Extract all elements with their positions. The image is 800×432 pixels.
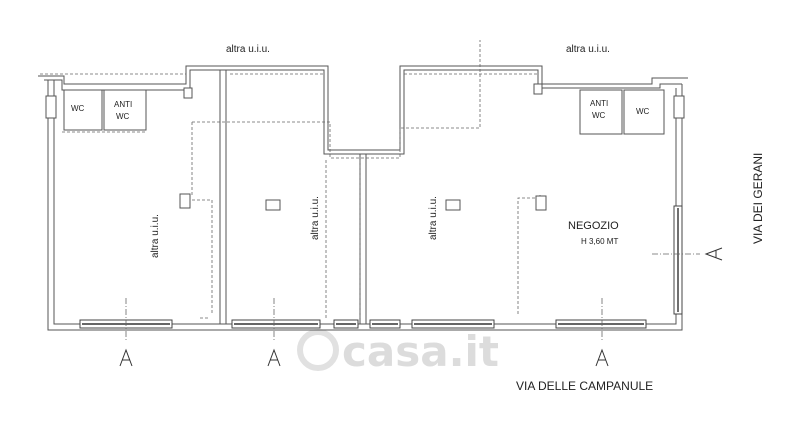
pillar-6 — [535, 195, 547, 211]
pillar-2 — [533, 83, 543, 95]
anti-wc-right-label-2: WC — [592, 111, 606, 120]
section-arrow-4 — [704, 247, 723, 261]
column-right — [673, 95, 685, 119]
wc-right-room — [623, 89, 665, 135]
label-unit-3: altra u.i.u. — [428, 196, 439, 240]
label-unit-1: altra u.i.u. — [150, 214, 161, 258]
section-markers — [119, 247, 723, 367]
shop-height: H 3,60 MT — [581, 237, 618, 246]
watermark-text: casa.it — [342, 327, 499, 376]
section-arrow-1 — [119, 348, 133, 367]
anti-wc-right-room — [579, 89, 623, 135]
wc-left-label: WC — [71, 104, 85, 113]
wc-right-label: WC — [636, 107, 650, 116]
pillar-1 — [183, 87, 193, 99]
structural-dashed-lines — [40, 40, 541, 319]
anti-wc-left-label-2: WC — [116, 112, 130, 121]
label-top-left: altra u.i.u. — [226, 44, 270, 55]
wc-block-left: WC ANTI WC — [63, 89, 147, 131]
pillar-4 — [265, 199, 281, 211]
anti-wc-left-room — [103, 89, 147, 131]
pillar-5 — [445, 199, 461, 211]
section-arrow-2 — [267, 348, 281, 367]
wc-block-right: ANTI WC WC — [579, 89, 665, 135]
watermark-logo-ring — [297, 329, 339, 371]
label-unit-2: altra u.i.u. — [310, 196, 321, 240]
anti-wc-right-label-1: ANTI — [590, 99, 608, 108]
column-left — [45, 95, 57, 119]
windows-right — [673, 205, 683, 315]
label-top-right: altra u.i.u. — [566, 44, 610, 55]
wc-left-room — [63, 89, 103, 131]
shop-name: NEGOZIO — [568, 220, 619, 232]
pillar-3 — [179, 193, 191, 209]
section-lines — [125, 253, 700, 340]
street-bottom: VIA DELLE CAMPANULE — [516, 379, 653, 393]
watermark: casa.it — [297, 327, 499, 376]
anti-wc-left-label-1: ANTI — [114, 100, 132, 109]
section-arrow-3 — [595, 348, 609, 367]
pillars — [45, 83, 685, 211]
street-right: VIA DEI GERANI — [751, 153, 765, 244]
